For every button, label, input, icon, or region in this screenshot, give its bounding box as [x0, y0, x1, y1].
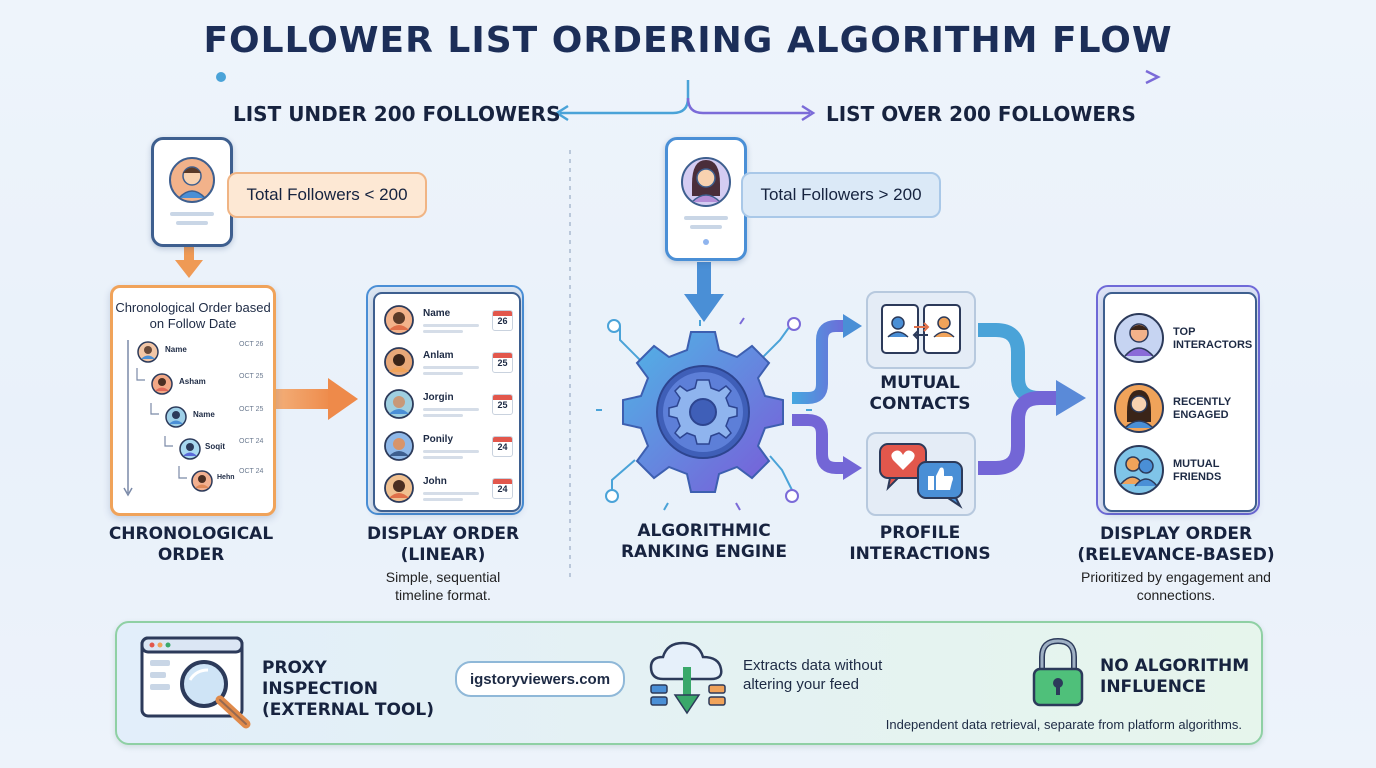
title-timeline: [216, 69, 1161, 85]
phone-under-200: [151, 137, 233, 247]
like-heart-icon: [879, 443, 963, 509]
phone-over-200: [665, 137, 747, 261]
profile-interactions-box: [866, 432, 976, 516]
list-item-name: Name: [423, 308, 451, 319]
chronological-order-label: CHRONOLOGICAL ORDER: [108, 524, 274, 565]
branch-label-over-200: LIST OVER 200 FOLLOWERS: [826, 102, 1136, 126]
ranking-engine-label: ALGORITHMIC RANKING ENGINE: [620, 521, 788, 562]
list-item: Jorgin 25: [383, 388, 513, 422]
list-item-name: Ponily: [423, 434, 454, 445]
branch-label-under-200: LIST UNDER 200 FOLLOWERS: [233, 102, 561, 126]
chrono-entry-name: Name: [165, 345, 187, 354]
display-order-linear-label: DISPLAY ORDER (LINEAR): [366, 524, 520, 565]
chrono-entry-name: Soqit: [205, 442, 225, 451]
display-order-linear-caption: Simple, sequential timeline format.: [385, 569, 501, 603]
mutual-contacts-icon: [881, 304, 961, 354]
merge-arrowhead: [1056, 380, 1086, 416]
merge-arrows: [978, 323, 1060, 475]
list-item-name: Anlam: [423, 350, 454, 361]
interactions-arrowhead: [843, 456, 862, 480]
cloud-download-icon: [649, 641, 726, 715]
user-avatar-icon: [681, 157, 731, 245]
gear-icon: [622, 331, 784, 493]
user-avatar-icon: [169, 157, 215, 225]
avatar: [151, 373, 173, 395]
relevance-item-top-interactors: TOP INTERACTORS: [1113, 312, 1253, 364]
branch-splitter: [554, 80, 816, 122]
chrono-entry: Name OCT 25: [165, 406, 263, 432]
avatar: [1114, 383, 1164, 433]
relevance-display-list: TOP INTERACTORS RECENTLY ENGAGED MUTUAL …: [1103, 292, 1257, 512]
avatar: [137, 341, 159, 363]
chrono-entry-date: OCT 24: [239, 468, 264, 475]
chronological-order-card: Chronological Order based on Follow Date…: [110, 285, 276, 516]
relevance-item-mutual-friends: MUTUAL FRIENDS: [1113, 444, 1253, 496]
mutual-contacts-label: MUTUAL CONTACTS: [869, 373, 971, 414]
avatar: [384, 389, 414, 419]
page-title: FOLLOWER LIST ORDERING ALGORITHM FLOW: [203, 20, 1173, 61]
list-item: John 24: [383, 472, 513, 506]
chrono-entry: Soqit OCT 24: [179, 438, 263, 464]
display-order-relevance-caption: Prioritized by engagement and connection…: [1081, 569, 1271, 603]
calendar-icon: 24: [492, 478, 513, 499]
calendar-icon: 26: [492, 310, 513, 331]
relevance-item-label: RECENTLY ENGAGED: [1173, 396, 1232, 421]
list-item: Anlam 25: [383, 346, 513, 380]
avatar: [165, 406, 187, 428]
avatar: [384, 347, 414, 377]
avatar: [179, 438, 201, 460]
chrono-entry: Hehn OCT 24: [191, 468, 263, 496]
mutual-contacts-box: [866, 291, 976, 369]
avatar: [1114, 313, 1164, 363]
chrono-entry-date: OCT 26: [239, 341, 264, 348]
panel-footnote: Independent data retrieval, separate fro…: [885, 717, 1242, 732]
chrono-entry-name: Asham: [179, 377, 206, 386]
list-item: Ponily 24: [383, 430, 513, 464]
mutual-friends-icon: [1114, 445, 1164, 495]
chrono-entry-name: Hehn: [217, 474, 235, 481]
chrono-tree-lines: [123, 340, 187, 497]
avatar: [384, 473, 414, 503]
relevance-item-label: TOP INTERACTORS: [1173, 326, 1253, 351]
site-url-badge[interactable]: igstoryviewers.com: [455, 661, 625, 697]
total-followers-under-200: Total Followers < 200: [227, 172, 427, 218]
proxy-inspection-label: PROXY INSPECTION (EXTERNAL TOOL): [262, 658, 435, 720]
chrono-entry-date: OCT 25: [239, 406, 264, 413]
lock-icon: [1032, 637, 1084, 707]
blue-down-arrow: [684, 262, 724, 322]
calendar-icon: 25: [492, 394, 513, 415]
calendar-icon: 25: [492, 352, 513, 373]
gear-circuit-lines: [596, 317, 812, 511]
orange-down-arrow: [175, 244, 203, 278]
magnifier-browser-icon: [140, 636, 251, 729]
orange-right-arrow: [274, 378, 358, 420]
display-order-relevance-label: DISPLAY ORDER (RELEVANCE-BASED): [1077, 524, 1275, 565]
gear-to-mutual-arrow: [792, 320, 846, 404]
gear-to-interactions-arrow: [792, 414, 846, 474]
mutual-arrowhead: [843, 314, 862, 338]
relevance-item-label: MUTUAL FRIENDS: [1173, 458, 1222, 483]
list-item-name: John: [423, 476, 447, 487]
chrono-entry: Asham OCT 25: [151, 373, 263, 399]
avatar: [384, 431, 414, 461]
extract-data-text: Extracts data without altering your feed: [743, 657, 883, 693]
no-algorithm-influence-label: NO ALGORITHM INFLUENCE: [1100, 656, 1250, 697]
linear-display-card: Name 26 Anlam 25 Jorgin 25 Ponily 24 Joh…: [366, 285, 524, 515]
relevance-item-recently-engaged: RECENTLY ENGAGED: [1113, 382, 1253, 434]
chrono-entry-date: OCT 25: [239, 373, 264, 380]
chrono-card-header: Chronological Order based on Follow Date: [115, 300, 271, 331]
avatar: [384, 305, 414, 335]
relevance-display-card: TOP INTERACTORS RECENTLY ENGAGED MUTUAL …: [1096, 285, 1260, 515]
list-item: Name 26: [383, 304, 513, 338]
chrono-entry-date: OCT 24: [239, 438, 264, 445]
chrono-entry-name: Name: [193, 410, 215, 419]
total-followers-over-200: Total Followers > 200: [741, 172, 941, 218]
calendar-icon: 24: [492, 436, 513, 457]
avatar: [191, 470, 213, 492]
profile-interactions-label: PROFILE INTERACTIONS: [849, 523, 991, 564]
list-item-name: Jorgin: [423, 392, 454, 403]
chrono-entry: Name OCT 26: [137, 341, 263, 367]
linear-display-list: Name 26 Anlam 25 Jorgin 25 Ponily 24 Joh…: [373, 292, 521, 512]
